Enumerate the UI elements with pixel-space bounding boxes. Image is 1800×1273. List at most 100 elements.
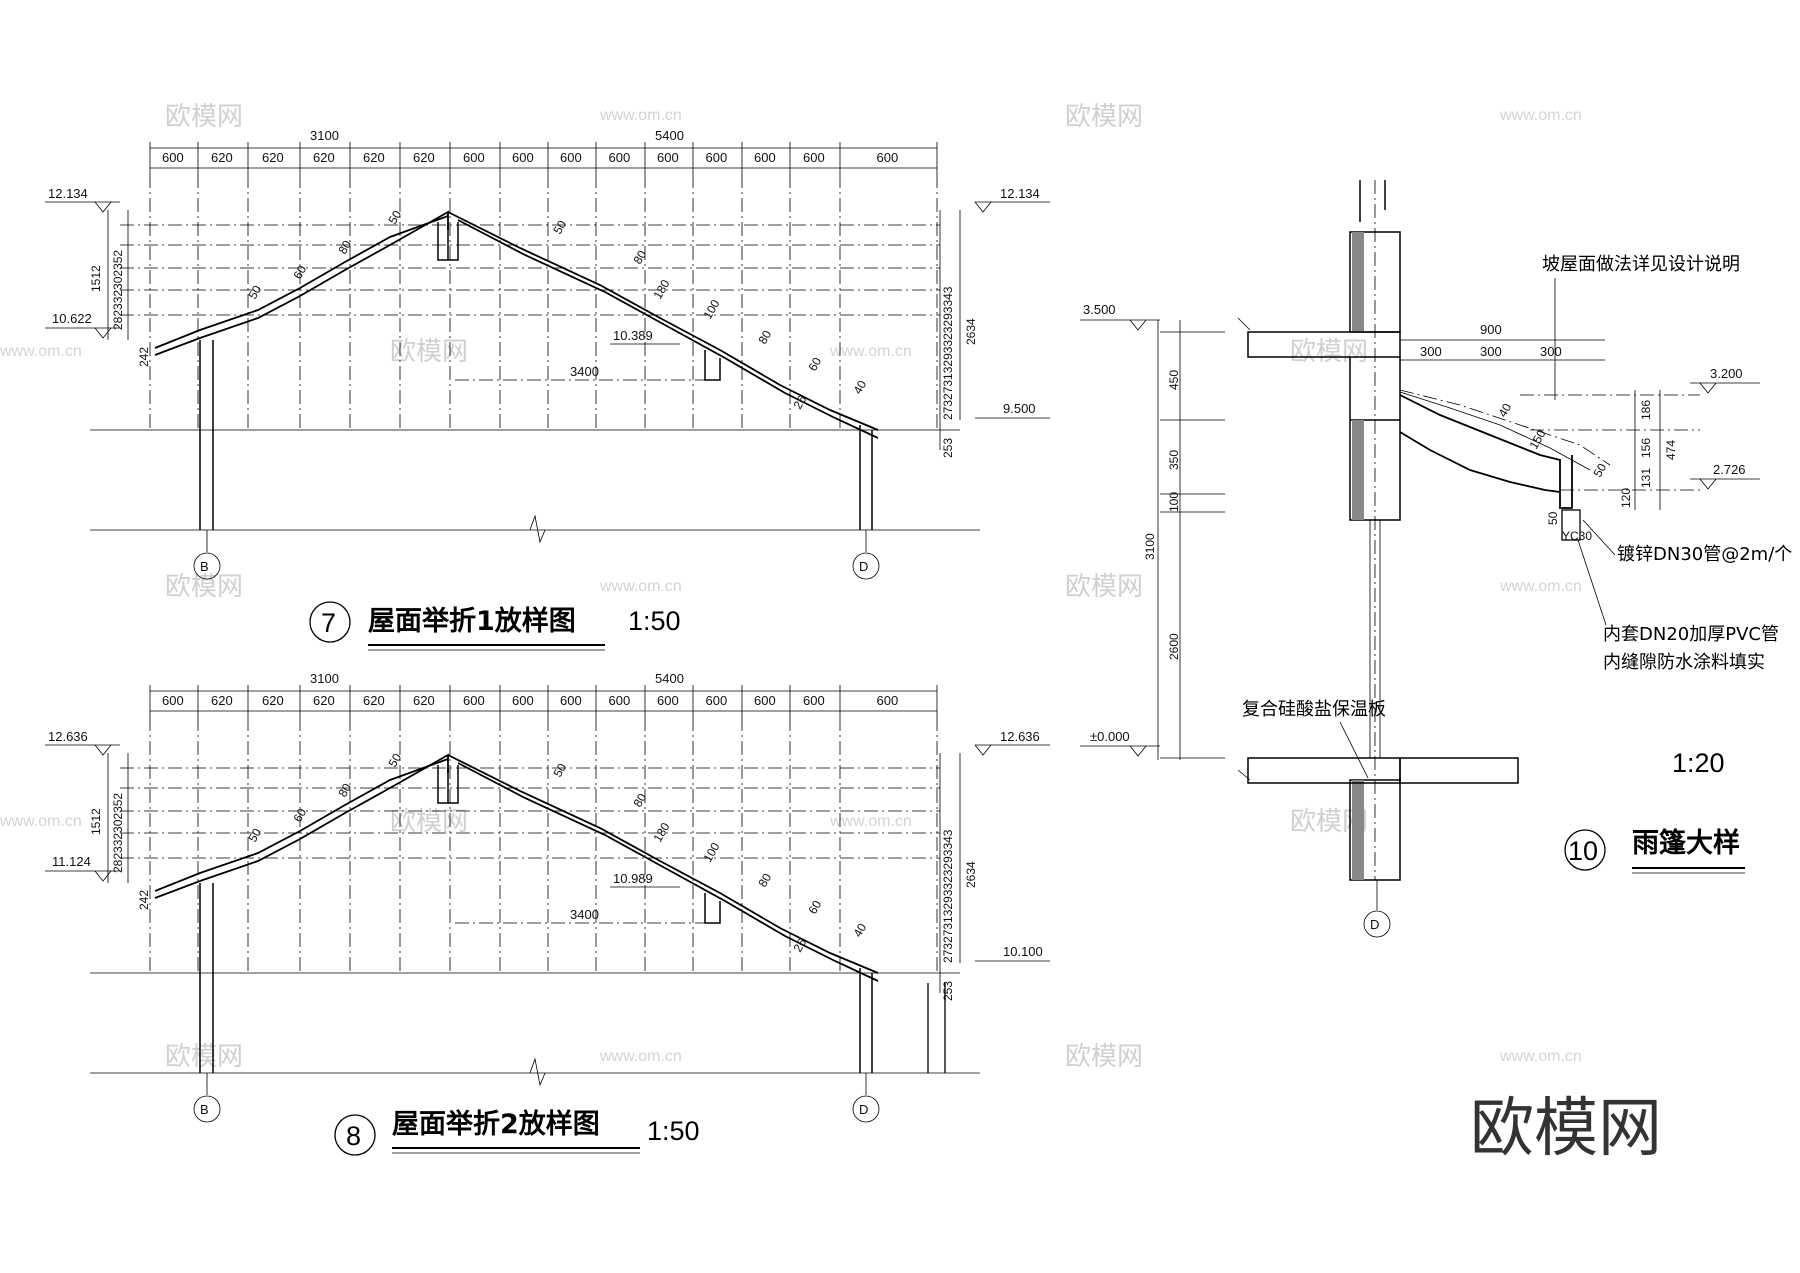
slope-dim-label: 80 bbox=[630, 791, 649, 810]
inner-dim-40: 40 bbox=[1495, 401, 1514, 420]
sub-dim-label: 620 bbox=[363, 693, 385, 708]
slope-dim-label: 50 bbox=[245, 283, 264, 302]
watermark-logo: 欧模网 bbox=[1470, 1092, 1662, 1166]
note-pvc-2: 内缝隙防水涂料填实 bbox=[1603, 652, 1765, 673]
sub-dim-label: 600 bbox=[463, 693, 485, 708]
slope-dim-label: 50 bbox=[550, 218, 569, 237]
level-3500: 3.500 bbox=[1083, 302, 1116, 317]
drawing-scale: 1:50 bbox=[628, 606, 681, 636]
watermark-text: 欧模网 bbox=[1065, 572, 1143, 602]
watermark-url: www.om.cn bbox=[599, 578, 682, 595]
dim-left-parts: 282332302352 bbox=[111, 250, 125, 330]
slope-dim-label: 26 bbox=[790, 393, 809, 412]
axis-d: D bbox=[859, 1102, 868, 1117]
dim-300-b: 300 bbox=[1480, 344, 1502, 359]
dim-2634: 2634 bbox=[964, 318, 978, 345]
sub-dim-label: 600 bbox=[803, 693, 825, 708]
watermark-text: 欧模网 bbox=[390, 337, 468, 367]
slope-dim-label: 180 bbox=[650, 277, 672, 302]
level-zero: ±0.000 bbox=[1090, 729, 1130, 744]
level-right-eave: 10.100 bbox=[1003, 944, 1043, 959]
dim-span-3400: 3400 bbox=[570, 907, 599, 922]
watermark-text: 欧模网 bbox=[165, 1042, 243, 1072]
dim-right-parts: 27327313293323293343 bbox=[941, 286, 955, 420]
dim-right-parts: 27327313293323293343 bbox=[941, 829, 955, 963]
axis-d: D bbox=[859, 559, 868, 574]
level-left-eave: 11.124 bbox=[52, 854, 91, 869]
watermark-text: 欧模网 bbox=[390, 807, 468, 837]
dim-left-parts: 282332302352 bbox=[111, 793, 125, 873]
slope-dim-label: 100 bbox=[700, 297, 722, 322]
dim-3100: 3100 bbox=[310, 671, 339, 686]
level-top-left: 12.636 bbox=[48, 729, 88, 744]
watermark-url: www.om.cn bbox=[599, 1048, 682, 1065]
dim-131: 131 bbox=[1639, 468, 1653, 488]
axis-d: D bbox=[1370, 917, 1379, 932]
canopy-detail-10: 3.500 ±0.000 450 350 100 2600 3100 bbox=[1080, 180, 1792, 938]
dim-253: 253 bbox=[941, 438, 955, 458]
inner-dim-50: 50 bbox=[1590, 461, 1609, 480]
sub-dim-label: 620 bbox=[413, 693, 435, 708]
dim-253: 253 bbox=[941, 981, 955, 1001]
slope-dim-label: 80 bbox=[755, 328, 774, 347]
watermark-url: www.om.cn bbox=[829, 813, 912, 830]
drawing-number: 8 bbox=[346, 1121, 361, 1151]
sub-dim-label: 620 bbox=[211, 150, 233, 165]
slope-dim-label: 60 bbox=[805, 355, 824, 374]
level-top-left: 12.134 bbox=[48, 186, 88, 201]
level-mid: 10.989 bbox=[613, 871, 653, 886]
sub-dim-label: 600 bbox=[162, 693, 184, 708]
drawing-scale: 1:50 bbox=[647, 1116, 700, 1146]
watermark-text: 欧模网 bbox=[1065, 102, 1143, 132]
drawing-number: 7 bbox=[321, 608, 336, 638]
sub-dim-label: 600 bbox=[609, 150, 631, 165]
slope-dim-label: 80 bbox=[335, 238, 354, 257]
dim-156: 156 bbox=[1639, 438, 1653, 458]
dim-50: 50 bbox=[1546, 511, 1560, 525]
sub-dim-label: 600 bbox=[609, 693, 631, 708]
note-insulation: 复合硅酸盐保温板 bbox=[1242, 699, 1386, 720]
sub-dim-label: 620 bbox=[313, 150, 335, 165]
note-roof: 坡屋面做法详见设计说明 bbox=[1542, 254, 1740, 275]
sub-dim-label: 600 bbox=[754, 150, 776, 165]
sub-dim-label: 600 bbox=[560, 150, 582, 165]
watermark-url: www.om.cn bbox=[1499, 1048, 1582, 1065]
dim-350: 350 bbox=[1167, 450, 1181, 470]
dim-3100: 3100 bbox=[310, 128, 339, 143]
dim-2634: 2634 bbox=[964, 861, 978, 888]
slope-dim-label: 26 bbox=[790, 936, 809, 955]
slope-dim-label: 180 bbox=[650, 820, 672, 845]
sub-dim-label: 600 bbox=[512, 150, 534, 165]
watermark-url: www.om.cn bbox=[1499, 107, 1582, 124]
dim-450: 450 bbox=[1167, 370, 1181, 390]
watermark-url: www.om.cn bbox=[599, 107, 682, 124]
dim-5400: 5400 bbox=[655, 671, 684, 686]
sub-dim-label: 620 bbox=[262, 693, 284, 708]
slope-dim-label: 80 bbox=[755, 871, 774, 890]
dim-474: 474 bbox=[1664, 440, 1678, 460]
slope-dim-label: 60 bbox=[805, 898, 824, 917]
axis-b: B bbox=[200, 1102, 209, 1117]
sub-dim-label: 600 bbox=[803, 150, 825, 165]
dim-5400: 5400 bbox=[655, 128, 684, 143]
slope-dim-label: 50 bbox=[385, 208, 404, 227]
note-pvc-1: 内套DN20加厚PVC管 bbox=[1603, 624, 1779, 645]
slope-dim-label: 60 bbox=[290, 806, 309, 825]
watermark-text: 欧模网 bbox=[165, 102, 243, 132]
slope-dim-label: 60 bbox=[290, 263, 309, 282]
dim-1512: 1512 bbox=[89, 265, 103, 292]
slope-dim-label: 100 bbox=[700, 840, 722, 865]
sub-dim-label: 600 bbox=[754, 693, 776, 708]
drawing-number: 10 bbox=[1568, 836, 1598, 866]
dim-300-c: 300 bbox=[1540, 344, 1562, 359]
level-top-right: 12.134 bbox=[1000, 186, 1040, 201]
dim-300-a: 300 bbox=[1420, 344, 1442, 359]
sub-dim-label: 620 bbox=[413, 150, 435, 165]
sub-dim-label: 600 bbox=[560, 693, 582, 708]
drawing-scale: 1:20 bbox=[1672, 748, 1725, 778]
